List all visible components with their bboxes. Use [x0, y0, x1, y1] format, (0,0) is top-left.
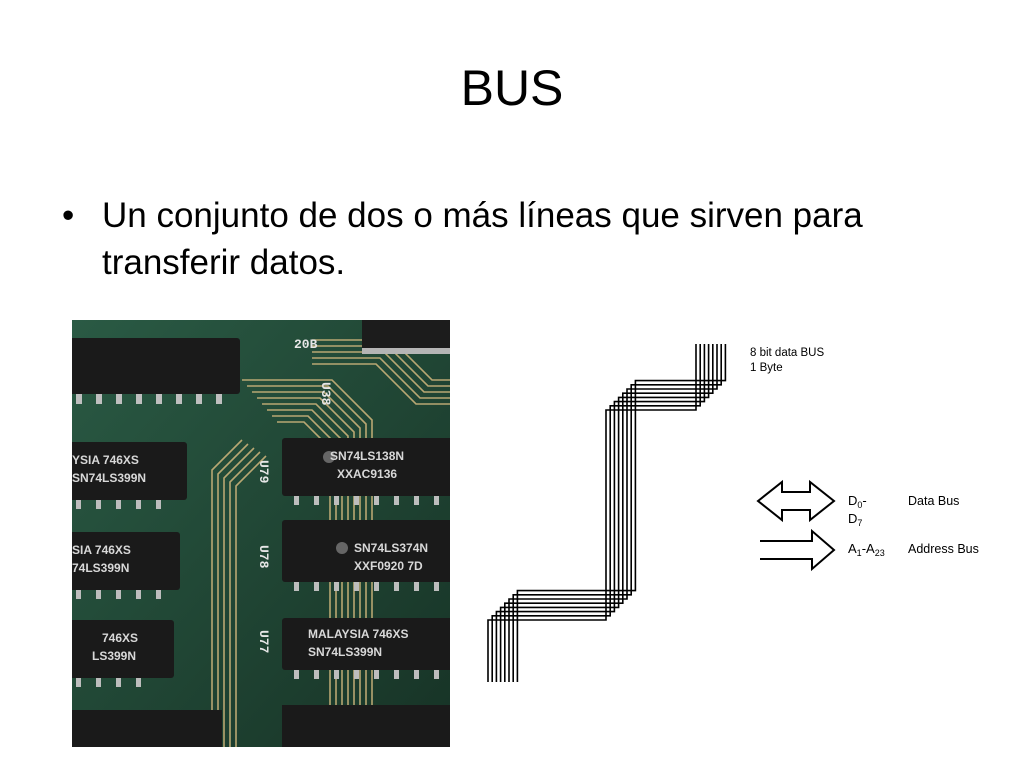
board-label: 20B [294, 337, 318, 352]
ic-chip: SN74LS374N XXF0920 7D [282, 520, 450, 582]
ic-chip: MALAYSIA 746XS SN74LS399N [282, 618, 450, 670]
bullet-item: • Un conjunto de dos o más líneas que si… [62, 192, 942, 286]
svg-text:746XS: 746XS [102, 631, 138, 645]
right-arrow-icon [760, 528, 836, 572]
bus-line [487, 344, 697, 682]
address-bus-label: Address Bus [908, 542, 979, 556]
data-bus-symbol-end: D7 [848, 511, 862, 528]
svg-text:MALAYSIA 746XS: MALAYSIA 746XS [308, 627, 408, 641]
bus-line [516, 344, 727, 682]
bus-line [495, 344, 706, 682]
svg-text:YSIA 746XS: YSIA 746XS [72, 453, 139, 467]
bus-line [491, 344, 701, 682]
svg-text:SN74LS138N: SN74LS138N [330, 449, 404, 463]
svg-text:74LS399N: 74LS399N [72, 561, 129, 575]
svg-text:SN74LS374N: SN74LS374N [354, 541, 428, 555]
data-bus-symbol: D0- [848, 493, 867, 510]
ic-chip: SIA 746XS 74LS399N [72, 532, 180, 590]
ic-chip [362, 320, 450, 354]
bidirectional-arrow-icon [756, 479, 836, 523]
bus-line [508, 344, 718, 682]
ic-chip: SN74LS138N XXAC9136 [282, 438, 450, 496]
ic-chip [72, 338, 240, 404]
svg-text:XXAC9136: XXAC9136 [337, 467, 397, 481]
bus-line [512, 344, 722, 682]
ic-chip: YSIA 746XS SN74LS399N [72, 442, 187, 500]
bus-line [499, 344, 710, 682]
board-label: U77 [256, 630, 271, 653]
diagram-caption: 8 bit data BUS [750, 347, 824, 359]
svg-text:SN74LS399N: SN74LS399N [72, 471, 146, 485]
svg-text:SIA 746XS: SIA 746XS [72, 543, 131, 557]
data-bus-label: Data Bus [908, 494, 959, 508]
board-label: U78 [256, 545, 271, 569]
bus-diagram: 8 bit data BUS 1 Byte D0- D7 Data Bus A1… [480, 330, 1010, 690]
circuit-board-photo: 20B U38 U79 U78 U77 SN74LS138N [72, 320, 450, 747]
svg-text:LS399N: LS399N [92, 649, 136, 663]
board-label: U38 [318, 382, 333, 406]
bullet-text: Un conjunto de dos o más líneas que sirv… [102, 196, 863, 282]
svg-text:XXF0920 7D: XXF0920 7D [354, 559, 423, 573]
board-label: U79 [256, 460, 271, 484]
svg-text:SN74LS399N: SN74LS399N [308, 645, 382, 659]
bullet-dot: • [62, 196, 75, 235]
slide-title: BUS [460, 60, 564, 116]
diagram-caption-sub: 1 Byte [750, 362, 783, 374]
ic-chip: 746XS LS399N [72, 620, 174, 678]
address-bus-symbol: A1-A23 [848, 541, 885, 558]
bus-line [504, 344, 714, 682]
bus-lines [487, 344, 727, 682]
